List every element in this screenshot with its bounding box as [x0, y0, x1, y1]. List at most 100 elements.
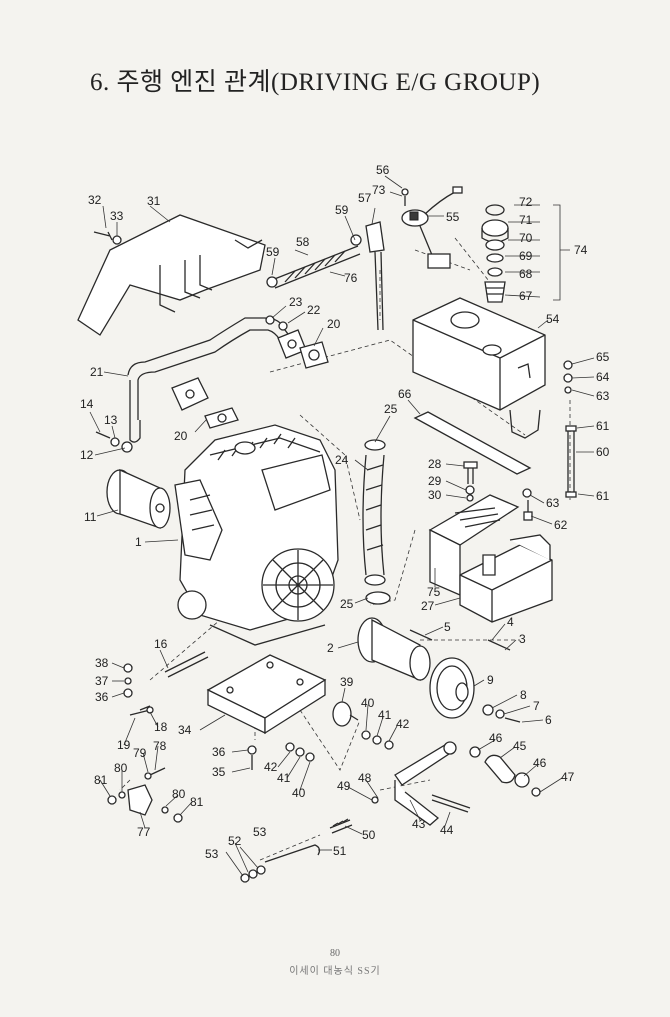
callout-74: 74 [574, 243, 588, 257]
callout-36-left: 36 [95, 690, 109, 704]
base-plate-part [129, 654, 327, 735]
callout-57: 57 [358, 191, 372, 205]
callout-34: 34 [178, 723, 192, 737]
engine-cover-part [77, 214, 266, 336]
callout-70: 70 [519, 231, 533, 245]
callout-76: 76 [344, 271, 358, 285]
callout-80-left: 80 [114, 761, 128, 775]
gasket-parts [204, 329, 329, 429]
callout-53-top: 53 [253, 825, 267, 839]
mount-hardware [247, 701, 394, 770]
callout-46-right: 46 [533, 756, 547, 770]
callout-66: 66 [398, 387, 412, 401]
switch-part [107, 767, 183, 823]
fastener-parts [93, 231, 288, 453]
callout-4: 4 [507, 615, 514, 629]
callout-72: 72 [519, 195, 533, 209]
callout-12: 12 [80, 448, 94, 462]
engine-part [174, 424, 339, 646]
callout-35: 35 [212, 765, 226, 779]
callout-18: 18 [154, 720, 168, 734]
callout-54: 54 [546, 312, 560, 326]
callout-46-left: 46 [489, 731, 503, 745]
callout-30: 30 [428, 488, 442, 502]
callout-39: 39 [340, 675, 354, 689]
throttle-cable-part [240, 818, 353, 883]
callout-65: 65 [596, 350, 610, 364]
callout-36-mid: 36 [212, 745, 226, 759]
page-title: 6. 주행 엔진 관계(DRIVING E/G GROUP) [90, 69, 541, 96]
tank-cap-stack [481, 204, 570, 303]
callout-2: 2 [327, 641, 334, 655]
footer-caption: 이세이 대농식 SS기 [289, 966, 381, 977]
callout-28: 28 [428, 457, 442, 471]
fuel-tank-part [412, 297, 546, 439]
callout-55: 55 [446, 210, 460, 224]
callout-78: 78 [153, 739, 167, 753]
callout-81-right: 81 [190, 795, 204, 809]
callout-47: 47 [561, 770, 575, 784]
callout-41-right: 41 [378, 708, 392, 722]
callout-64: 64 [596, 370, 610, 384]
callout-58: 58 [296, 235, 310, 249]
spring-rod-part [266, 234, 362, 289]
callout-40-left: 40 [292, 786, 306, 800]
assembly-lines [119, 237, 571, 861]
callout-24: 24 [335, 453, 349, 467]
callout-42-left: 42 [264, 760, 278, 774]
callout-61-mid: 61 [596, 489, 610, 503]
callout-67: 67 [519, 289, 533, 303]
callout-9: 9 [487, 673, 494, 687]
callout-62: 62 [554, 518, 568, 532]
callout-11: 11 [84, 510, 97, 524]
page-number: 80 [330, 948, 340, 959]
callout-50: 50 [362, 828, 376, 842]
callout-3: 3 [519, 632, 526, 646]
callout-labels: 56 73 72 71 70 69 68 67 74 55 57 59 58 5… [80, 163, 610, 861]
callout-33: 33 [110, 209, 124, 223]
callout-19: 19 [117, 738, 131, 752]
callout-75: 75 [427, 585, 441, 599]
fuel-gauge-part [401, 186, 463, 269]
callout-20-mid: 20 [174, 429, 188, 443]
pulley-shaft-part [357, 617, 521, 723]
callout-22: 22 [307, 303, 321, 317]
callout-7: 7 [533, 699, 540, 713]
callout-37: 37 [95, 674, 109, 688]
callout-59-top: 59 [335, 203, 349, 217]
callout-52: 52 [228, 834, 242, 848]
callout-63-top: 63 [596, 389, 610, 403]
tension-arm-part [371, 741, 541, 826]
battery-part [459, 534, 553, 623]
battery-bracket-part [428, 494, 520, 596]
callout-40-right: 40 [361, 696, 375, 710]
callout-43: 43 [412, 817, 426, 831]
callout-41-left: 41 [277, 771, 291, 785]
callout-27: 27 [421, 599, 435, 613]
callout-79: 79 [133, 746, 147, 760]
callout-73: 73 [372, 183, 386, 197]
callout-32: 32 [88, 193, 102, 207]
callout-6: 6 [545, 713, 552, 727]
callout-53-bottom: 53 [205, 847, 219, 861]
callout-56: 56 [376, 163, 390, 177]
callout-1: 1 [135, 535, 142, 549]
callout-59-left: 59 [266, 245, 280, 259]
callout-38: 38 [95, 656, 109, 670]
callout-69: 69 [519, 249, 533, 263]
fuel-cock-part [365, 221, 385, 331]
callout-14: 14 [80, 397, 94, 411]
callout-80-right: 80 [172, 787, 186, 801]
callout-45: 45 [513, 739, 527, 753]
callout-31: 31 [147, 194, 161, 208]
callout-63-mid: 63 [546, 496, 560, 510]
callout-25-top: 25 [384, 402, 398, 416]
callout-51: 51 [333, 844, 347, 858]
callout-61-top: 61 [596, 419, 610, 433]
callout-16: 16 [154, 637, 168, 651]
muffler-pipe-part [127, 317, 301, 443]
callout-42-right: 42 [396, 717, 410, 731]
callout-23: 23 [289, 295, 303, 309]
fuel-hose-part [362, 439, 391, 605]
callout-60: 60 [596, 445, 610, 459]
